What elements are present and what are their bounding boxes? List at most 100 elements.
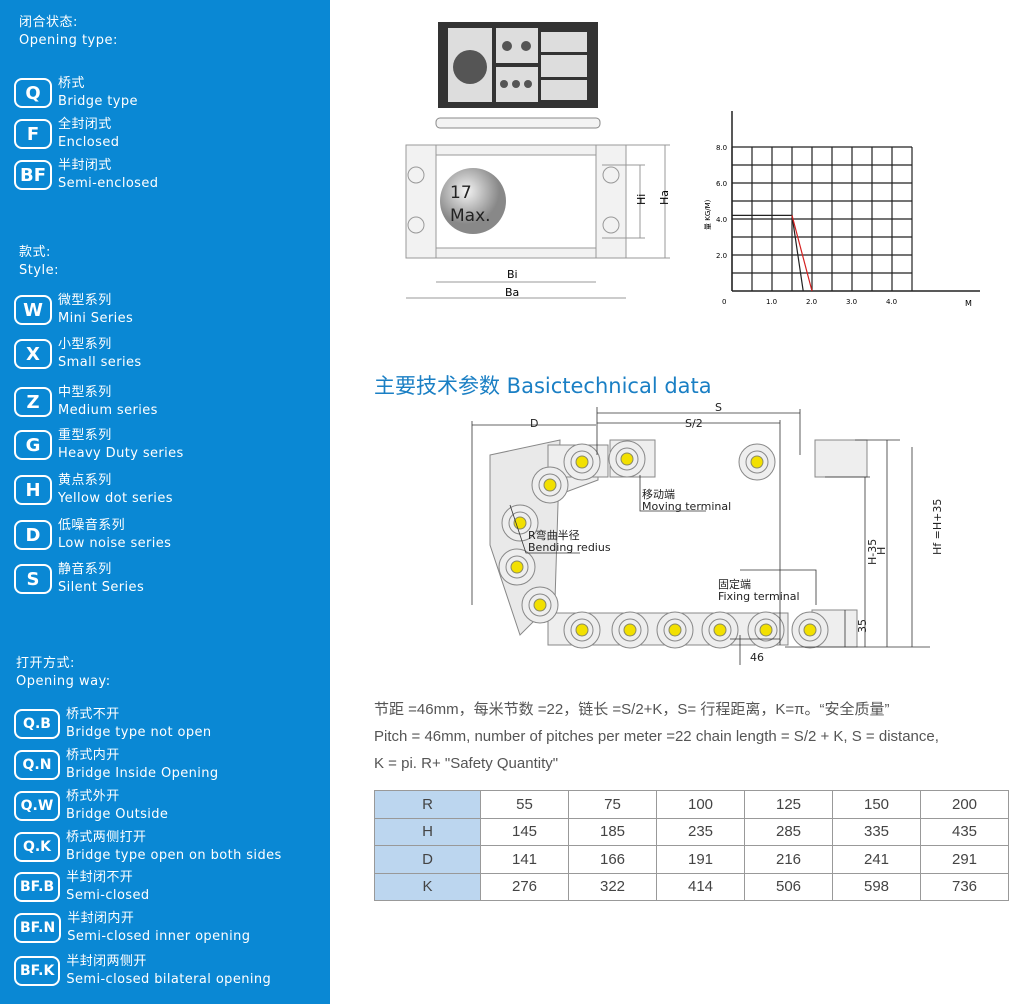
option-cn: 低噪音系列 xyxy=(58,518,126,533)
option-en: Bridge type not open xyxy=(66,725,212,740)
chain-diagram: D S S/2 移动端 Moving terminal R弯曲半径 Bendin… xyxy=(471,401,944,665)
option-en: Heavy Duty series xyxy=(58,446,184,461)
y-tick-label: 6.0 xyxy=(716,180,727,188)
table-cell: 506 xyxy=(744,872,833,901)
opening-way-title: 打开方式:Opening way: xyxy=(16,655,111,691)
series-red xyxy=(791,215,813,292)
x-tick-label: 1.0 xyxy=(766,298,777,306)
max-ball-icon xyxy=(440,168,506,234)
code-badge: Q.K xyxy=(14,832,60,862)
title-cn: 闭合状态: xyxy=(19,15,78,30)
table-cell: 335 xyxy=(832,817,921,846)
option-en: Small series xyxy=(58,355,142,370)
code-badge: BF.N xyxy=(14,913,62,943)
desc-line-en: Pitch = 46mm, number of pitches per mete… xyxy=(374,728,939,745)
ba-label: Ba xyxy=(505,286,519,299)
bi-label: Bi xyxy=(507,268,518,281)
option-w: W 微型系列 Mini Series xyxy=(14,292,133,328)
s2-label: S/2 xyxy=(685,417,703,430)
x-tick-label: 3.0 xyxy=(846,298,857,306)
fixing-terminal-cn: 固定端 xyxy=(718,577,751,591)
row-header: K xyxy=(374,872,481,901)
table-cell: 166 xyxy=(568,845,657,874)
table-cell: 285 xyxy=(744,817,833,846)
chain-pin-icon xyxy=(701,611,739,649)
code-badge: S xyxy=(14,564,52,594)
ball-size: 17 xyxy=(450,183,472,203)
table-cell: 200 xyxy=(920,790,1009,819)
hi-label: Hi xyxy=(635,194,648,205)
option-cn: 重型系列 xyxy=(58,428,112,443)
table-cell: 216 xyxy=(744,845,833,874)
code-badge: W xyxy=(14,295,52,325)
option-cn: 中型系列 xyxy=(58,385,112,400)
chain-pin-icon xyxy=(521,586,559,624)
option-cn: 全封闭式 xyxy=(58,117,112,132)
moving-terminal-cn: 移动端 xyxy=(642,488,675,501)
end-view-icon xyxy=(438,22,598,108)
table-cell: 75 xyxy=(568,790,657,819)
s-label: S xyxy=(715,401,722,414)
d-label: D xyxy=(530,417,538,430)
x-axis-label: M xyxy=(965,299,972,308)
option-cn: 桥式外开 xyxy=(66,789,120,804)
cross-section-drawing: 17 Max. Hi Ha Bi Ba xyxy=(405,22,671,299)
opening-type-title: 闭合状态:Opening type: xyxy=(19,14,118,50)
title-en: Style: xyxy=(19,263,60,278)
h-35-label: H-35 xyxy=(866,539,879,565)
option-en: Silent Series xyxy=(58,580,145,595)
x-tick-label: 0 xyxy=(722,298,726,306)
height-35-label: 35 xyxy=(856,619,869,633)
desc-line-cn: 节距 =46mm，每米节数 =22，链长 =S/2+K，S= 行程距离，K=π。… xyxy=(374,701,890,718)
option-cn: 桥式内开 xyxy=(66,748,120,763)
y-tick-label: 8.0 xyxy=(716,144,727,152)
series-black xyxy=(732,214,804,292)
option-cn: 微型系列 xyxy=(58,293,112,308)
chain-pin-icon xyxy=(791,611,829,649)
moving-terminal-en: Moving terminal xyxy=(642,500,731,513)
ha-label: Ha xyxy=(658,190,671,205)
code-badge: Q.W xyxy=(14,791,60,821)
option-en: Yellow dot series xyxy=(58,491,173,506)
table-cell: 241 xyxy=(832,845,921,874)
option-en: Semi-closed xyxy=(66,888,150,903)
code-badge: G xyxy=(14,430,52,460)
section-heading: 主要技术参数 Basictechnical data xyxy=(374,374,712,398)
option-en: Medium series xyxy=(58,403,158,418)
option-en: Mini Series xyxy=(58,311,134,326)
option-en: Bridge type xyxy=(58,94,138,109)
table-cell: 100 xyxy=(656,790,745,819)
option-cn: 半封闭内开 xyxy=(67,911,135,926)
table-cell: 150 xyxy=(832,790,921,819)
row-header: D xyxy=(374,845,481,874)
option-cn: 半封闭式 xyxy=(58,158,112,173)
table-cell: 55 xyxy=(480,790,569,819)
code-badge: BF.K xyxy=(14,956,61,986)
chain-pin-icon xyxy=(531,466,569,504)
option-cn: 黄点系列 xyxy=(58,473,112,488)
chain-pin-icon xyxy=(738,443,776,481)
x-tick-label: 4.0 xyxy=(886,298,897,306)
table-cell: 191 xyxy=(656,845,745,874)
option-en: Bridge type open on both sides xyxy=(66,848,282,863)
table-cell: 276 xyxy=(480,872,569,901)
table-cell: 125 xyxy=(744,790,833,819)
pitch-46-label: 46 xyxy=(750,651,764,664)
code-badge: X xyxy=(14,339,52,369)
chain-pin-icon xyxy=(563,443,601,481)
fixing-terminal-en: Fixing terminal xyxy=(718,590,800,603)
code-badge: BF.B xyxy=(14,872,61,902)
